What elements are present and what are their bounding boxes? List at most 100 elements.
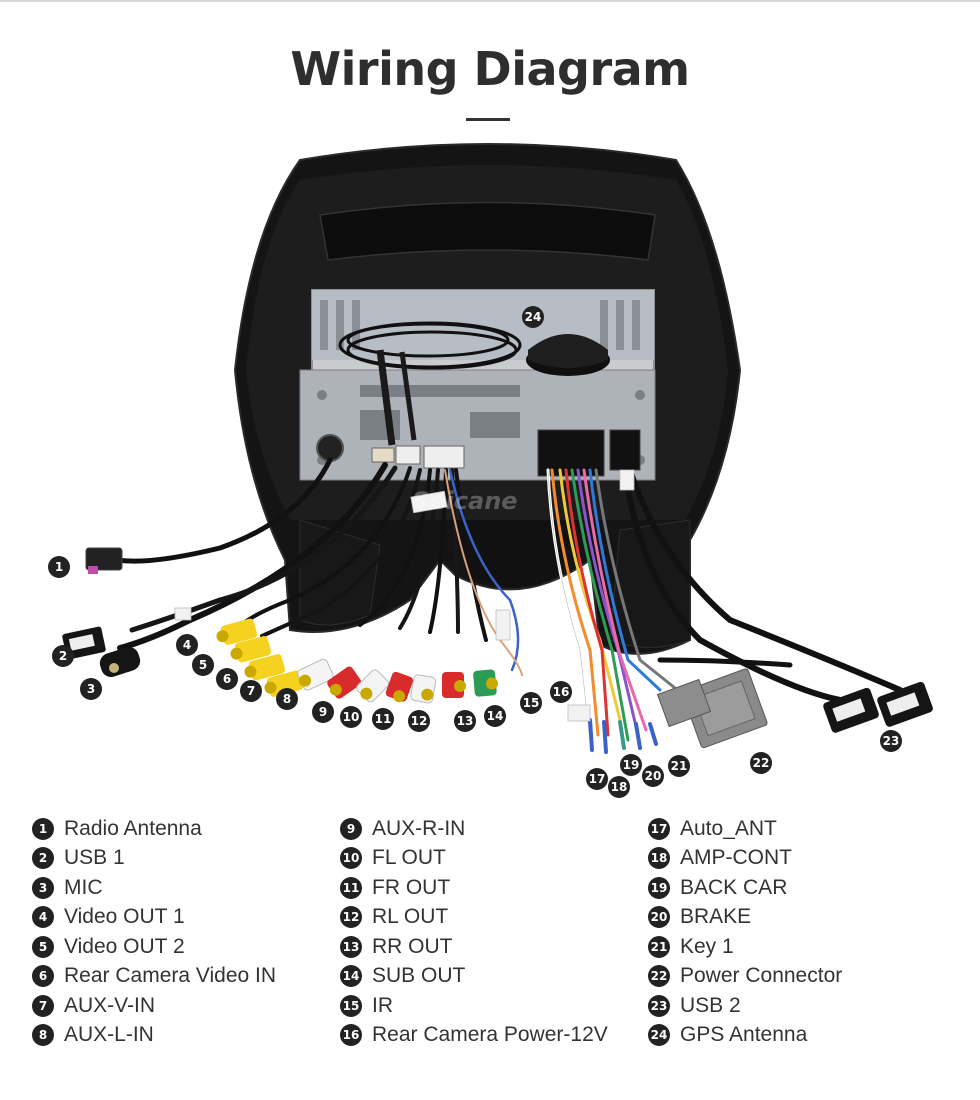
- legend-label: Video OUT 1: [64, 905, 185, 929]
- legend-item: 24 GPS Antenna: [648, 1021, 842, 1051]
- top-divider: [0, 0, 980, 2]
- legend-number: 13: [340, 935, 362, 958]
- legend-label: Auto_ANT: [680, 816, 777, 840]
- legend-item: 3 MIC: [32, 873, 276, 903]
- legend-label: AUX-V-IN: [64, 993, 156, 1017]
- legend-number: 8: [32, 1024, 54, 1047]
- legend-label: USB 1: [64, 846, 125, 870]
- legend-label: AUX-L-IN: [64, 1023, 154, 1047]
- legend-number: 19: [648, 876, 670, 899]
- head-unit-illustration: [62, 143, 933, 754]
- legend-number: 24: [648, 1024, 670, 1047]
- legend-number: 5: [32, 935, 54, 958]
- legend-item: 17 Auto_ANT: [648, 814, 842, 844]
- legend-number: 23: [648, 994, 670, 1017]
- legend-item: 16 Rear Camera Power-12V: [340, 1021, 608, 1051]
- legend-number: 22: [648, 965, 670, 988]
- legend-label: BACK CAR: [680, 875, 788, 899]
- legend-item: 14 SUB OUT: [340, 962, 608, 992]
- legend-number: 20: [648, 906, 670, 929]
- callout-14: 14: [484, 705, 506, 727]
- legend-number: 21: [648, 935, 670, 958]
- legend-label: FR OUT: [372, 875, 451, 899]
- callout-24: 24: [522, 306, 544, 328]
- callout-20: 20: [642, 765, 664, 787]
- legend-item: 20 BRAKE: [648, 903, 842, 933]
- callout-21: 21: [668, 755, 690, 777]
- legend-label: Video OUT 2: [64, 934, 185, 958]
- callout-2: 2: [52, 645, 74, 667]
- legend-item: 15 IR: [340, 991, 608, 1021]
- legend-label: IR: [372, 993, 393, 1017]
- legend-item: 22 Power Connector: [648, 962, 842, 992]
- legend-number: 3: [32, 876, 54, 899]
- legend-label: AUX-R-IN: [372, 816, 466, 840]
- legend-label: Power Connector: [680, 964, 843, 988]
- legend-label: GPS Antenna: [680, 1023, 808, 1047]
- legend-label: Radio Antenna: [64, 816, 202, 840]
- legend-label: RL OUT: [372, 905, 449, 929]
- rca-plugs: [216, 618, 498, 704]
- callout-13: 13: [454, 710, 476, 732]
- legend-item: 10 FL OUT: [340, 844, 608, 874]
- legend-number: 7: [32, 994, 54, 1017]
- legend-label: AMP-CONT: [680, 846, 792, 870]
- page-title: Wiring Diagram: [290, 42, 690, 96]
- legend-number: 16: [340, 1024, 362, 1047]
- callout-9: 9: [312, 701, 334, 723]
- legend-item: 5 Video OUT 2: [32, 932, 276, 962]
- legend-label: RR OUT: [372, 934, 453, 958]
- callout-8: 8: [276, 688, 298, 710]
- legend-number: 10: [340, 847, 362, 870]
- callout-15: 15: [520, 692, 542, 714]
- legend-label: Rear Camera Power-12V: [372, 1023, 608, 1047]
- callout-23: 23: [880, 730, 902, 752]
- legend-number: 1: [32, 817, 54, 840]
- legend-item: 12 RL OUT: [340, 903, 608, 933]
- legend-item: 13 RR OUT: [340, 932, 608, 962]
- legend-label: FL OUT: [372, 846, 446, 870]
- legend-number: 6: [32, 965, 54, 988]
- legend-number: 9: [340, 817, 362, 840]
- legend-label: SUB OUT: [372, 964, 466, 988]
- callout-17: 17: [586, 768, 608, 790]
- legend-number: 18: [648, 847, 670, 870]
- legend-item: 18 AMP-CONT: [648, 844, 842, 874]
- legend-label: BRAKE: [680, 905, 752, 929]
- legend-number: 15: [340, 994, 362, 1017]
- legend-item: 11 FR OUT: [340, 873, 608, 903]
- callout-7: 7: [240, 680, 262, 702]
- legend-number: 17: [648, 817, 670, 840]
- callout-5: 5: [192, 654, 214, 676]
- watermark-text: Seicane: [412, 487, 518, 515]
- callout-1: 1: [48, 556, 70, 578]
- legend-number: 14: [340, 965, 362, 988]
- callout-16: 16: [550, 681, 572, 703]
- callout-22: 22: [750, 752, 772, 774]
- legend-item: 8 AUX-L-IN: [32, 1021, 276, 1051]
- callout-10: 10: [340, 706, 362, 728]
- legend-number: 2: [32, 847, 54, 870]
- legend-label: MIC: [64, 875, 103, 899]
- callout-12: 12: [408, 710, 430, 732]
- legend-item: 9 AUX-R-IN: [340, 814, 608, 844]
- callout-6: 6: [216, 668, 238, 690]
- legend-label: Rear Camera Video IN: [64, 964, 277, 988]
- callout-18: 18: [608, 776, 630, 798]
- legend-item: 7 AUX-V-IN: [32, 991, 276, 1021]
- legend-number: 11: [340, 876, 362, 899]
- legend-number: 12: [340, 906, 362, 929]
- legend-item: 2 USB 1: [32, 844, 276, 874]
- legend-item: 6 Rear Camera Video IN: [32, 962, 276, 992]
- legend-item: 19 BACK CAR: [648, 873, 842, 903]
- callout-3: 3: [80, 678, 102, 700]
- title-underline: [466, 118, 510, 121]
- callout-11: 11: [372, 708, 394, 730]
- callout-19: 19: [620, 754, 642, 776]
- legend-item: 1 Radio Antenna: [32, 814, 276, 844]
